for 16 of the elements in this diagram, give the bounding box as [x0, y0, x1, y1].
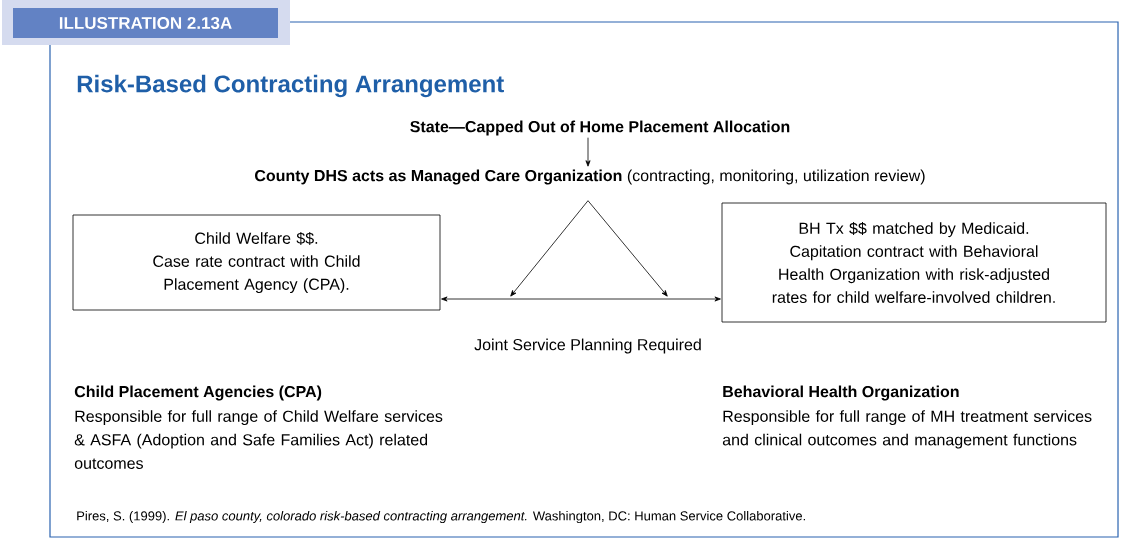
organization-text: County DHS acts as Managed Care Organization (contracting, monitoring, utilization review) — [255, 169, 925, 185]
info-box: BH Tx $$ matched by Medicaid. Capitation contract with Behavioral Health Organization with risk-adjusted rates for child welfare-involved children. — [721, 202, 1107, 323]
citation-text: Pires, S. (1999). El paso county, colorado risk-based contracting arrangement. Washington, DC: Human Service Collaborative. — [77, 510, 805, 524]
arrow — [587, 200, 668, 297]
info-box: Child Welfare $$. Case rate contract with Child Placement Agency (CPA). — [72, 214, 441, 311]
arrow — [585, 137, 591, 167]
section-heading: Child Placement Agencies (CPA) — [74, 385, 322, 401]
illustration-tab: ILLUSTRATION 2.13A — [2, 0, 290, 45]
heading-text: State—Capped Out of Home Placement Allocation — [410, 120, 790, 136]
diagram-title: Risk-Based Contracting Arrangement — [77, 74, 504, 98]
description-text: Responsible for full range of Child Welfare services & ASFA (Adoption and Safe Families Act) related outcomes — [74, 410, 443, 469]
arrow — [441, 296, 721, 302]
caption-text: Joint Service Planning Required — [474, 338, 701, 354]
section-heading: Behavioral Health Organization — [723, 385, 959, 401]
description-text: Responsible for full range of MH treatment services and clinical outcomes and management functions — [722, 410, 1092, 449]
arrow — [510, 200, 589, 297]
